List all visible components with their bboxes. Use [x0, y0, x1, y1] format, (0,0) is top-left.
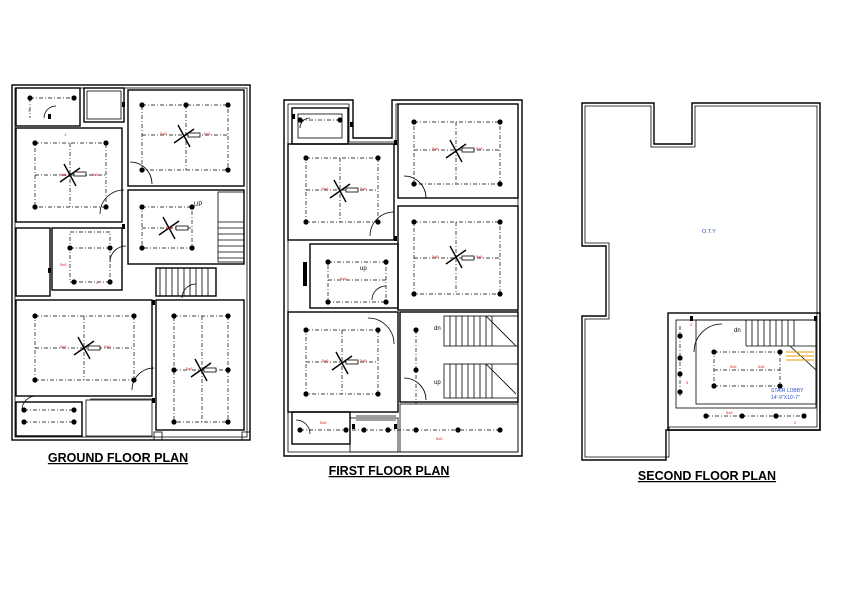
door-swing-icon — [21, 105, 197, 411]
svg-text:3: 3 — [28, 108, 31, 113]
svg-text:5x6: 5x6 — [340, 276, 347, 281]
svg-text:5x6: 5x6 — [432, 254, 439, 259]
svg-text:5x6: 5x6 — [322, 186, 329, 191]
svg-text:1: 1 — [64, 132, 67, 137]
svg-text:5x6: 5x6 — [322, 358, 329, 363]
ground-wiring — [24, 97, 229, 423]
svg-text:2: 2 — [690, 322, 693, 327]
first-stair-dn-label: dn — [434, 326, 441, 332]
svg-text:2: 2 — [96, 280, 99, 285]
column-markers — [48, 102, 155, 403]
second-floor-plan: O.T.Y dn 5x6 5x6 5x6 2 — [581, 102, 821, 461]
ground-floor-plan: UP — [11, 84, 251, 441]
first-floor-plan: dn up up — [283, 99, 523, 457]
ground-floor-title: GROUND FLOOR PLAN — [48, 451, 188, 465]
svg-text:5x6: 5x6 — [204, 131, 211, 136]
staircase-icon — [745, 320, 817, 371]
svg-text:5x6: 5x6 — [436, 436, 443, 441]
column-markers — [292, 114, 397, 429]
svg-text:5x6: 5x6 — [104, 344, 111, 349]
first-annotations: 5x6 5x6 5x6 5x6 5x6 5x6 5x6 5x6 5x6 5x6 5x6 — [320, 146, 483, 441]
svg-text:5x6: 5x6 — [166, 225, 173, 230]
tube-light-icon — [345, 147, 475, 365]
first-stair-up2-label: up — [360, 266, 367, 272]
svg-text:5x6: 5x6 — [60, 172, 67, 177]
svg-text:5x6: 5x6 — [730, 364, 737, 369]
column-markers — [690, 316, 817, 321]
second-floor-title: SECOND FLOOR PLAN — [638, 469, 776, 483]
svg-text:5x6: 5x6 — [360, 358, 367, 363]
svg-text:5x6: 5x6 — [160, 131, 167, 136]
railing-icon — [786, 351, 814, 361]
svg-text:5x6: 5x6 — [476, 146, 483, 151]
light-point-icon — [297, 117, 503, 433]
svg-text:5x6: 5x6 — [360, 186, 367, 191]
svg-text:5x6: 5x6 — [92, 172, 99, 177]
staircase-icon — [356, 315, 517, 421]
light-point-icon — [21, 95, 231, 425]
staircase-icon — [90, 221, 244, 400]
second-annotations: 5x6 5x6 5x6 2 5 2 — [686, 322, 797, 425]
stair-lobby-dims: 14'-9"X10'-7" — [771, 395, 800, 401]
second-wiring — [679, 326, 804, 417]
first-stair-up-label: up — [434, 380, 441, 386]
ground-annotations: 5x6 5x6 5x6 5x6 5x6 5x6 5x6 5x6 5x6 3 1 2 — [28, 108, 211, 371]
svg-text:5: 5 — [686, 380, 689, 385]
door-swing-icon — [295, 117, 427, 435]
svg-text:5x6: 5x6 — [320, 420, 327, 425]
first-floor-title: FIRST FLOOR PLAN — [329, 464, 450, 478]
second-stair-dn-label: dn — [734, 328, 741, 334]
svg-text:5x6: 5x6 — [60, 262, 67, 267]
ceiling-fan-icon — [329, 139, 467, 375]
svg-text:5x6: 5x6 — [726, 410, 733, 415]
svg-text:5x6: 5x6 — [60, 344, 67, 349]
stair-lobby-label: STAIR LOBBY — [771, 388, 804, 394]
terrace-label: O.T.Y — [702, 229, 716, 235]
svg-text:5x6: 5x6 — [432, 146, 439, 151]
svg-text:5x6: 5x6 — [758, 364, 765, 369]
svg-text:5x6: 5x6 — [476, 254, 483, 259]
svg-text:2: 2 — [794, 420, 797, 425]
door-swing-icon — [693, 323, 723, 353]
ground-stair-label: UP — [194, 202, 202, 208]
light-point-icon — [677, 333, 807, 419]
ceiling-fan-icon — [59, 124, 212, 382]
svg-text:5x6: 5x6 — [186, 366, 193, 371]
tube-light-icon — [73, 132, 217, 373]
